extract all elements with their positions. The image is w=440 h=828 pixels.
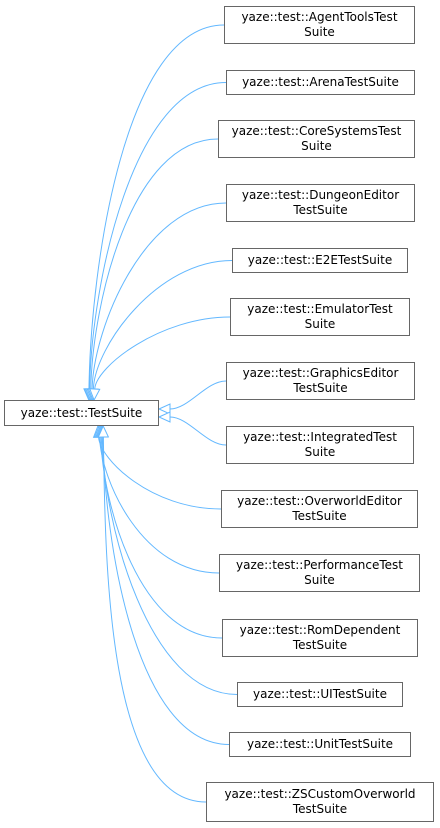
- node-label-line-1: yaze::test::CoreSystemsTest: [231, 124, 402, 138]
- inheritance-edge: [89, 82, 227, 390]
- node-label-line-1: yaze::test::DungeonEditor: [241, 188, 400, 202]
- inheritance-edge: [169, 416, 227, 446]
- node-label-line-1: yaze::test::GraphicsEditor: [242, 366, 399, 380]
- base-class-node[interactable]: yaze::test::TestSuite: [4, 400, 159, 426]
- derived-class-ui-test-suite[interactable]: yaze::test::UITestSuite: [237, 682, 403, 707]
- inheritance-edge: [88, 24, 225, 390]
- node-label-line-1: yaze::test::PerformanceTest: [235, 558, 404, 572]
- inheritance-edge: [90, 138, 219, 390]
- derived-class-dungeon-editor-test-suite[interactable]: yaze::test::DungeonEditor TestSuite: [226, 184, 415, 222]
- node-label-line-1: yaze::test::E2ETestSuite: [247, 253, 393, 267]
- derived-class-e2e-test-suite[interactable]: yaze::test::E2ETestSuite: [232, 248, 408, 273]
- inheritance-edge: [101, 436, 238, 695]
- node-label-line-1: yaze::test::EmulatorTest: [247, 302, 393, 316]
- derived-class-zs-custom-overworld-test-suite[interactable]: yaze::test::ZSCustomOverworld TestSuite: [206, 782, 434, 822]
- inheritance-edge: [102, 436, 207, 803]
- node-label-line-1: yaze::test::IntegratedTest: [243, 430, 397, 444]
- node-label-line-1: yaze::test::RomDependent: [239, 623, 401, 637]
- derived-class-graphics-editor-test-suite[interactable]: yaze::test::GraphicsEditor TestSuite: [226, 362, 415, 400]
- derived-class-arena-test-suite[interactable]: yaze::test::ArenaTestSuite: [226, 70, 415, 95]
- node-label-line-2: Suite: [304, 573, 335, 587]
- derived-class-integrated-test-suite[interactable]: yaze::test::IntegratedTest Suite: [226, 426, 414, 464]
- node-label-line-1: yaze::test::ZSCustomOverworld: [224, 787, 416, 801]
- inheritance-edge: [92, 260, 233, 390]
- inheritance-arrowhead: [157, 403, 171, 415]
- node-label-line-1: yaze::test::UnitTestSuite: [246, 737, 394, 751]
- node-label-line-2: Suite: [304, 25, 335, 39]
- node-label-line-1: yaze::test::ArenaTestSuite: [242, 75, 399, 89]
- node-label-line-2: Suite: [304, 445, 336, 459]
- inheritance-arrowhead: [97, 424, 110, 438]
- node-label-line-1: yaze::test::AgentToolsTest: [241, 10, 398, 24]
- inheritance-edge: [100, 436, 223, 639]
- derived-class-performance-test-suite[interactable]: yaze::test::PerformanceTest Suite: [219, 554, 420, 592]
- inheritance-edge: [94, 316, 231, 390]
- node-label-line-2: Suite: [301, 139, 332, 153]
- node-label-line-1: yaze::test::OverworldEditor: [237, 494, 402, 508]
- node-label-line-1: yaze::test::UITestSuite: [253, 687, 387, 701]
- derived-class-core-systems-test-suite[interactable]: yaze::test::CoreSystemsTest Suite: [218, 120, 415, 158]
- inheritance-edge: [102, 436, 230, 745]
- inheritance-edge: [169, 380, 227, 410]
- derived-class-rom-dependent-test-suite[interactable]: yaze::test::RomDependent TestSuite: [222, 619, 418, 657]
- node-label-line-2: TestSuite: [292, 509, 347, 523]
- inheritance-edge: [99, 436, 220, 574]
- derived-class-overworld-editor-test-suite[interactable]: yaze::test::OverworldEditor TestSuite: [221, 490, 418, 528]
- node-label-line-2: TestSuite: [292, 638, 348, 652]
- node-label-line-2: TestSuite: [293, 203, 348, 217]
- node-label-line-2: TestSuite: [293, 381, 348, 395]
- inheritance-edge: [91, 202, 227, 390]
- base-class-label: yaze::test::TestSuite: [20, 405, 143, 420]
- inheritance-arrowhead: [88, 388, 101, 402]
- inheritance-arrowhead: [157, 411, 171, 423]
- derived-class-unit-test-suite[interactable]: yaze::test::UnitTestSuite: [229, 732, 411, 757]
- derived-class-emulator-test-suite[interactable]: yaze::test::EmulatorTest Suite: [230, 298, 410, 336]
- node-label-line-2: Suite: [304, 317, 336, 331]
- derived-class-agent-tools-test-suite[interactable]: yaze::test::AgentToolsTest Suite: [224, 6, 415, 44]
- node-label-line-2: TestSuite: [292, 802, 348, 816]
